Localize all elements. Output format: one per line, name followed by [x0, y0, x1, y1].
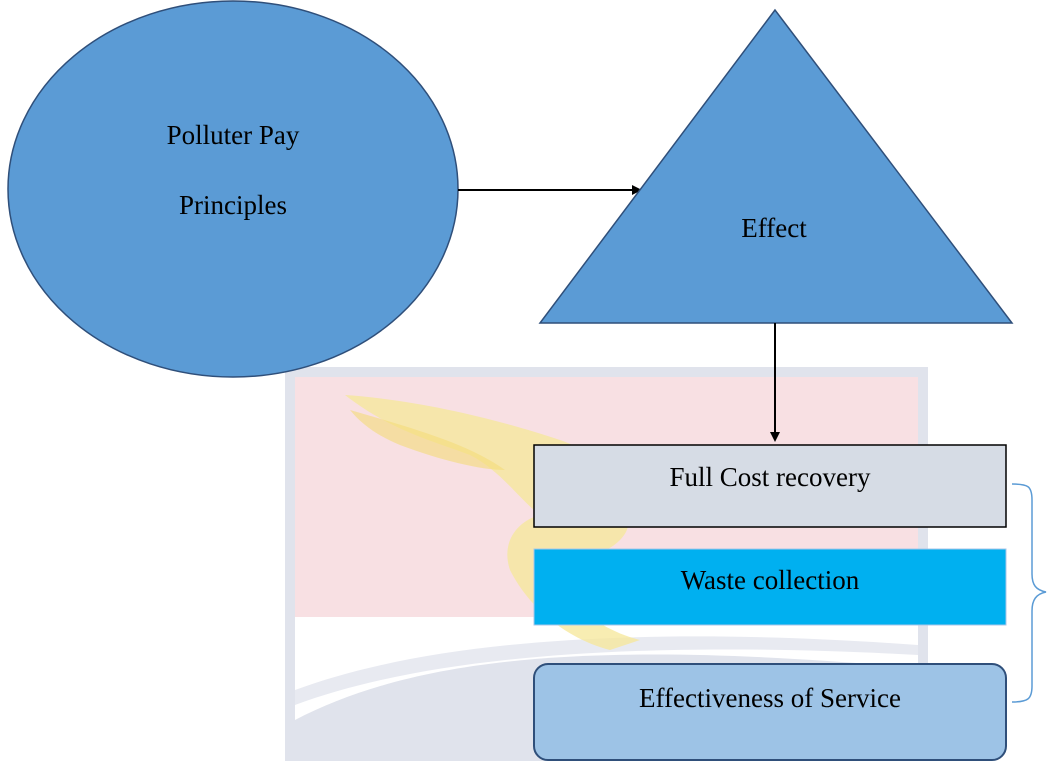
- effect-label: Effect: [741, 213, 807, 243]
- effect-triangle: [538, 8, 1014, 324]
- waste-collection-node: Waste collection: [533, 548, 1007, 626]
- polluter-pay-label-line2: Principles: [179, 190, 287, 220]
- full-cost-recovery-node: Full Cost recovery: [533, 444, 1007, 528]
- watermark-gray-wave-2: [295, 636, 918, 705]
- full-cost-recovery-label: Full Cost recovery: [670, 462, 871, 492]
- effectiveness-label: Effectiveness of Service: [639, 683, 901, 713]
- waste-collection-box: [533, 548, 1007, 626]
- polluter-pay-label-line1: Polluter Pay: [167, 120, 300, 150]
- effect-node: Effect: [538, 8, 1014, 324]
- full-cost-recovery-box: [533, 444, 1007, 528]
- watermark-eagle-wing-icon: [350, 410, 505, 470]
- waste-collection-label: Waste collection: [681, 565, 860, 595]
- grouping-brace: [1011, 483, 1047, 703]
- effectiveness-node: Effectiveness of Service: [533, 663, 1007, 761]
- polluter-pay-node: Polluter Pay Principles: [7, 0, 459, 378]
- polluter-pay-ellipse: [7, 0, 459, 378]
- effectiveness-box: [533, 663, 1007, 761]
